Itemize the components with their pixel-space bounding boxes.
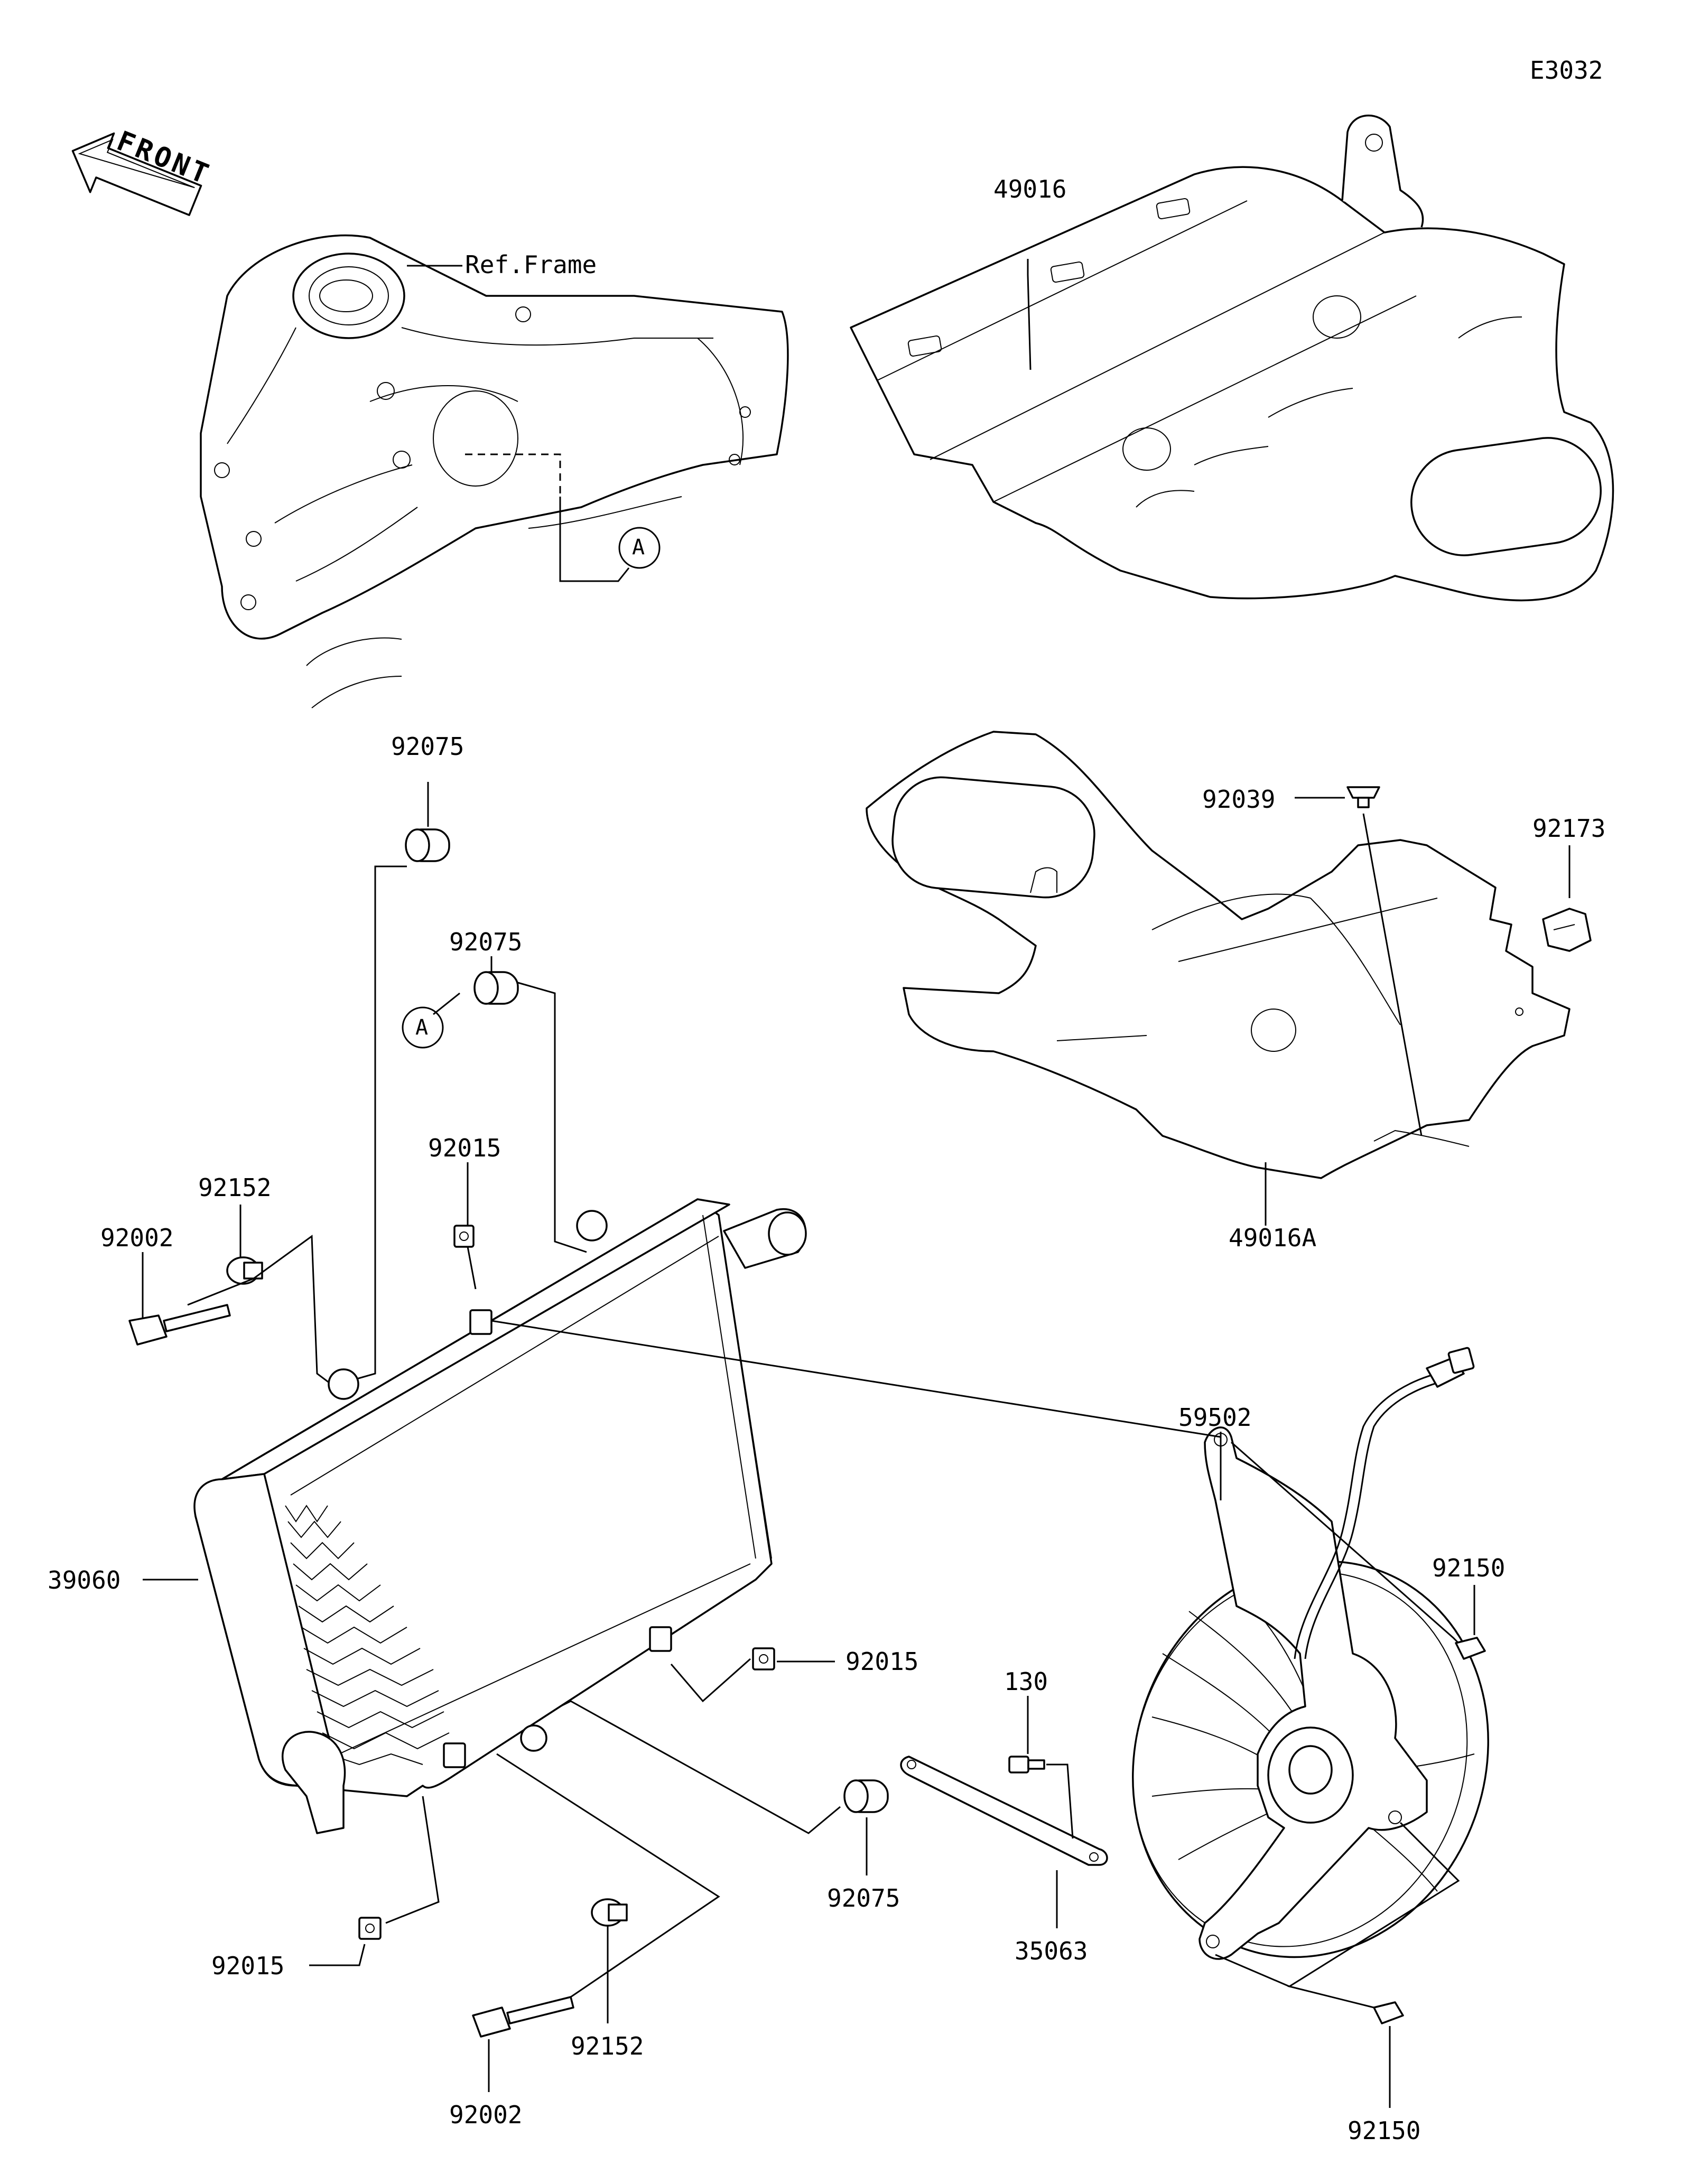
callout-92002-top: 92002 (100, 1224, 174, 1252)
callout-39060: 39060 (48, 1566, 121, 1594)
callout-92152-bottom: 92152 (571, 2032, 644, 2060)
bolt-92150-bottom-drawing (1373, 2001, 1404, 2024)
marker-a-circle-2 (402, 1006, 444, 1049)
leader-92075-mid-b (517, 982, 587, 1253)
callout-92152-top: 92152 (198, 1173, 272, 1202)
marker-a-label-2: A (415, 1015, 429, 1040)
marker-a-circle (618, 527, 661, 569)
leader-92015-top-b (467, 1246, 477, 1290)
leader-92039-b (1362, 813, 1423, 1136)
ref-frame-label: Ref.Frame (465, 250, 597, 279)
grommet-92075-mid-drawing (473, 971, 519, 1005)
callout-92173: 92173 (1532, 814, 1606, 843)
bolt-92150-bottom-path-b (1215, 1954, 1290, 1987)
bolt-bottom-path (496, 1753, 720, 1998)
bolt-92150-top-drawing (1455, 1637, 1486, 1660)
bolt-92002-bottom-drawing (472, 1996, 574, 2038)
frame-drawing (200, 234, 789, 708)
grommet-92075-top-drawing (405, 828, 450, 862)
callout-92015-right: 92015 (846, 1647, 919, 1676)
callout-35063: 35063 (1015, 1937, 1088, 1965)
leader-92075-bottom-b (549, 1700, 841, 1834)
radiator-39060-drawing (193, 1198, 807, 1834)
leader-92015-bottom-a (309, 1944, 366, 1966)
callout-92002-bottom: 92002 (449, 2101, 523, 2129)
callout-92015-top: 92015 (428, 1134, 501, 1162)
callout-92075-top: 92075 (391, 732, 464, 761)
leader-49016 (1027, 259, 1032, 370)
marker-a-leader (559, 497, 630, 582)
front-arrow-icon (71, 132, 202, 216)
callout-59502: 59502 (1178, 1403, 1252, 1432)
callout-92039: 92039 (1202, 785, 1276, 814)
collar-92152-bottom-drawing (591, 1898, 628, 1927)
clip-92173-drawing (1542, 908, 1592, 952)
marker-a-label: A (632, 535, 645, 559)
diagram-code: E3032 (1530, 56, 1603, 85)
leader-92075-top-b (338, 865, 407, 1385)
bolt-92150-bottom-path (1287, 1822, 1460, 2009)
callout-92150-bottom: 92150 (1348, 2116, 1421, 2145)
leader-92075-mid-c (433, 992, 460, 1015)
callout-92015-bottom: 92015 (211, 1952, 285, 1980)
callout-49016A: 49016A (1229, 1224, 1317, 1252)
bolt-130-drawing (1008, 1756, 1045, 1774)
leader-92150-top-b (1231, 1441, 1460, 1644)
callout-130: 130 (1004, 1667, 1048, 1696)
callout-92150-top: 92150 (1432, 1554, 1506, 1582)
fan-59502-drawing (1132, 1347, 1489, 1960)
leader-130-b (1046, 1763, 1074, 1839)
callout-92075-mid: 92075 (449, 928, 523, 956)
leader-92015-right-b (670, 1658, 751, 1703)
clip-92015-top-drawing (453, 1225, 475, 1248)
leader-radiator-to-fan (491, 1320, 1221, 1438)
cover-49016-drawing (850, 115, 1614, 602)
bracket-35063-drawing (900, 1756, 1108, 1866)
screw-92039-drawing (1346, 786, 1380, 808)
callout-49016: 49016 (993, 175, 1067, 203)
cover-49016A-drawing (866, 731, 1571, 1179)
callout-92075-bottom: 92075 (827, 1884, 900, 1912)
bolt-top-path (187, 1235, 339, 1390)
leader-92015-bottom-b (385, 1796, 440, 1924)
clip-92015-right-drawing (752, 1647, 775, 1670)
clip-92015-bottom-drawing (358, 1917, 382, 1940)
grommet-92075-bottom-drawing (843, 1779, 889, 1813)
collar-92152-top-drawing (226, 1256, 263, 1285)
radiator-core-fins (285, 1505, 450, 1766)
ref-dashed-line (465, 453, 561, 497)
bolt-92002-top-drawing (128, 1304, 231, 1346)
